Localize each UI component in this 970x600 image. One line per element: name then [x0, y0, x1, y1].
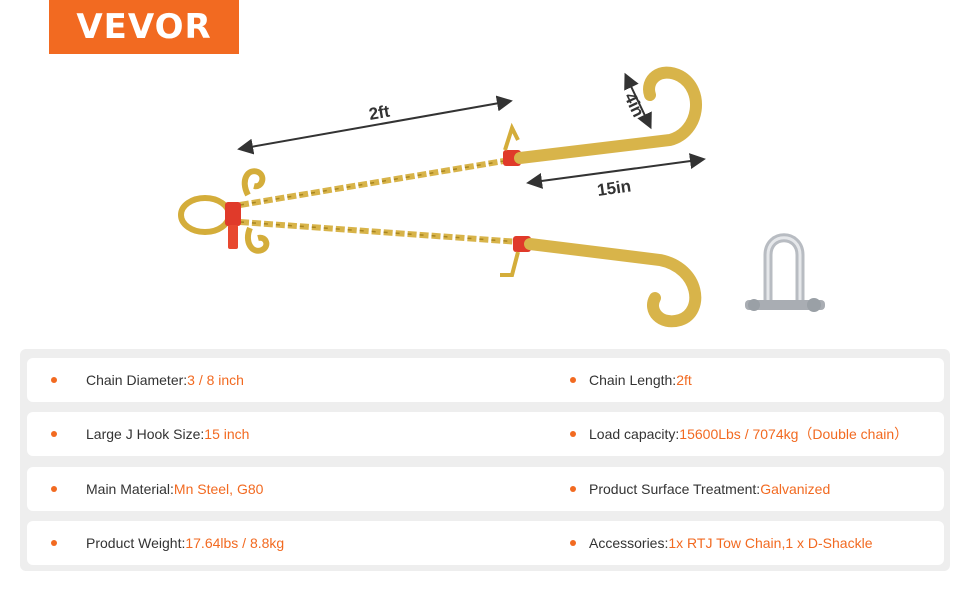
- spec-label: Product Weight:: [86, 535, 186, 551]
- spec-item: Main Material: Mn Steel, G80: [51, 467, 263, 511]
- grab-hook-bottom: [244, 226, 270, 254]
- master-ring: [178, 195, 232, 235]
- spec-label: Chain Diameter:: [86, 372, 188, 388]
- spec-row: Product Weight: 17.64lbs / 8.8kg Accesso…: [27, 521, 944, 565]
- hook-length-label: 15in: [596, 176, 632, 200]
- brand-name: VEVOR: [76, 7, 212, 47]
- bullet-icon: [570, 486, 576, 492]
- bullet-icon: [570, 431, 576, 437]
- hook-length-arrow: [526, 153, 706, 189]
- chain-length-arrow: [237, 95, 513, 155]
- spec-value: 3 / 8 inch: [187, 372, 244, 388]
- spec-value: Mn Steel, G80: [173, 481, 264, 497]
- spec-item: Large J Hook Size: 15 inch: [51, 412, 249, 456]
- specs-panel: Chain Diameter: 3 / 8 inch Chain Length:…: [20, 349, 950, 571]
- spec-item: Product Weight: 17.64lbs / 8.8kg: [51, 521, 284, 565]
- spec-item: Load capacity: 15600Lbs / 7074kg（Double …: [570, 412, 908, 456]
- spec-value: 17.64lbs / 8.8kg: [185, 535, 285, 551]
- bullet-icon: [570, 540, 576, 546]
- bullet-icon: [51, 540, 57, 546]
- spec-item: Accessories: 1x RTJ Tow Chain,1 x D-Shac…: [570, 521, 872, 565]
- red-connector: [225, 202, 241, 226]
- lower-chain: [239, 219, 521, 245]
- chain-length-label: 2ft: [367, 102, 391, 124]
- spec-label: Large J Hook Size:: [86, 426, 205, 442]
- bullet-icon: [51, 431, 57, 437]
- product-illustration: 2ft 4in 15in: [178, 66, 825, 328]
- spec-row: Main Material: Mn Steel, G80 Product Sur…: [27, 467, 944, 511]
- spec-label: Product Surface Treatment:: [589, 481, 761, 497]
- spec-row: Large J Hook Size: 15 inch Load capacity…: [27, 412, 944, 456]
- spec-item: Product Surface Treatment: Galvanized: [570, 467, 830, 511]
- spec-label: Chain Length:: [589, 372, 677, 388]
- upper-j-hook: [503, 66, 702, 166]
- d-shackle: [745, 233, 825, 312]
- spec-value: 15 inch: [204, 426, 250, 442]
- spec-item: Chain Diameter: 3 / 8 inch: [51, 358, 244, 402]
- bullet-icon: [570, 377, 576, 383]
- spec-row: Chain Diameter: 3 / 8 inch Chain Length:…: [27, 358, 944, 402]
- bullet-icon: [51, 377, 57, 383]
- spec-value: 15600Lbs / 7074kg（Double chain）: [679, 426, 909, 442]
- hook-height-arrow: [624, 72, 652, 130]
- bullet-icon: [51, 486, 57, 492]
- grab-hook-top: [241, 168, 266, 197]
- brand-logo: VEVOR: [49, 0, 239, 54]
- spec-value: 2ft: [676, 372, 692, 388]
- spec-label: Load capacity:: [589, 426, 680, 442]
- spec-value: 1x RTJ Tow Chain,1 x D-Shackle: [668, 535, 873, 551]
- spec-item: Chain Length: 2ft: [570, 358, 692, 402]
- lower-j-hook: [500, 236, 702, 328]
- red-tag: [228, 225, 238, 249]
- spec-value: Galvanized: [760, 481, 831, 497]
- spec-label: Main Material:: [86, 481, 174, 497]
- spec-label: Accessories:: [589, 535, 669, 551]
- upper-chain: [239, 157, 511, 208]
